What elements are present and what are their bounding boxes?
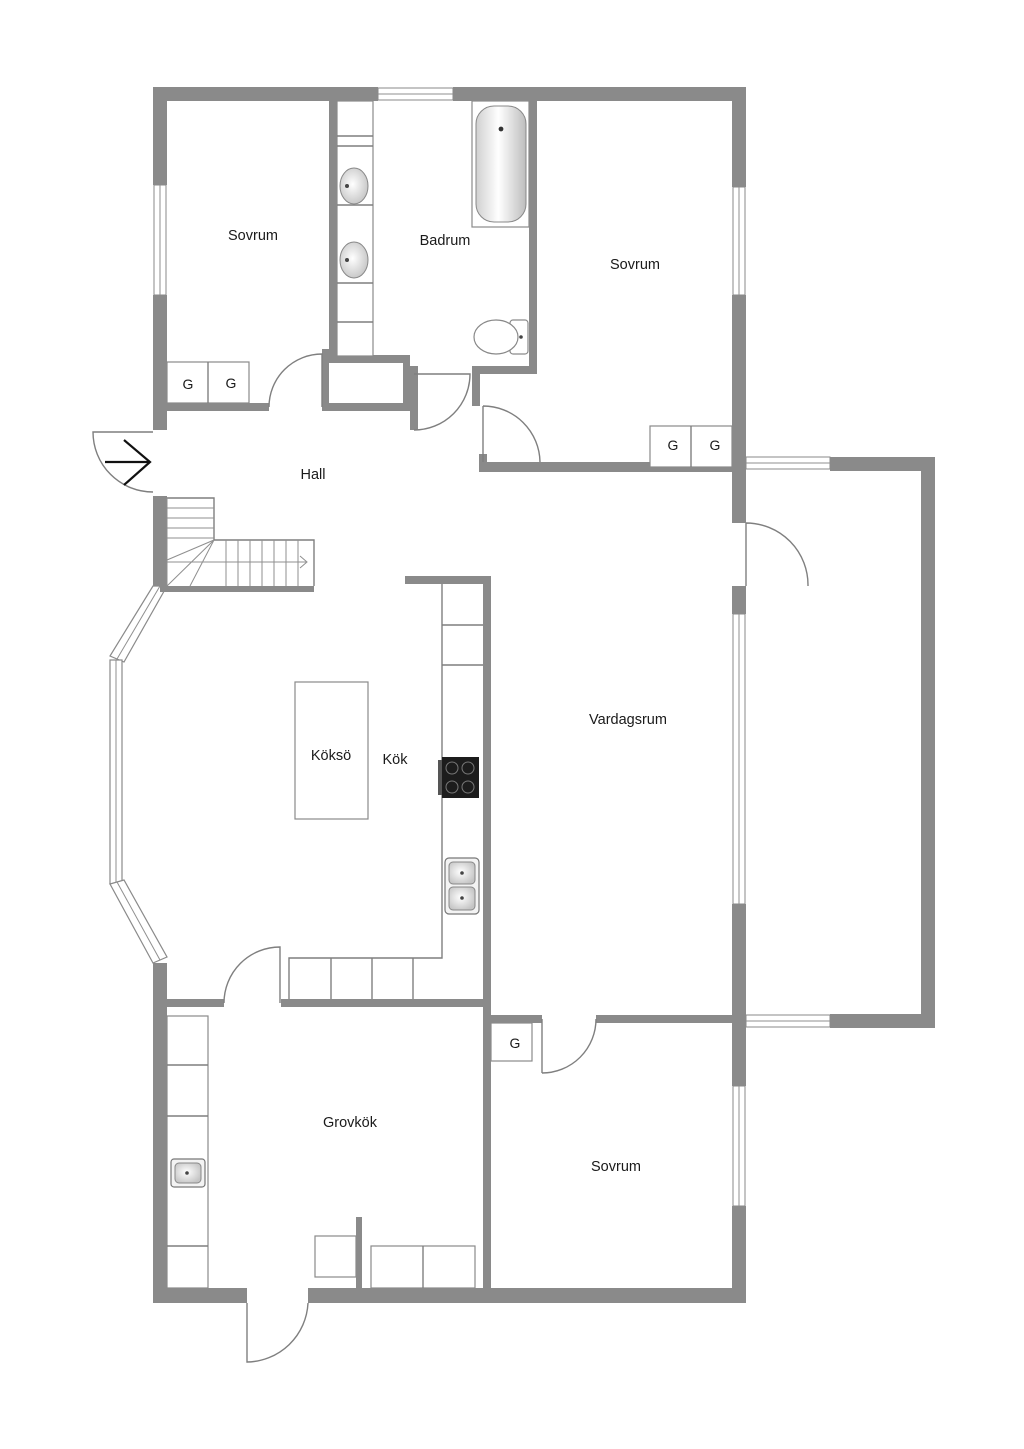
room-label-vardagsrum: Vardagsrum <box>589 712 667 728</box>
kitchen-island <box>294 681 369 820</box>
staircase <box>166 497 315 587</box>
grovkok-appliances <box>370 1245 476 1289</box>
stove-icon <box>438 757 479 798</box>
room-label-grovkok: Grovkök <box>323 1115 378 1131</box>
room-label-sovrum-nw: Sovrum <box>228 228 278 244</box>
room-label-badrum: Badrum <box>420 233 471 249</box>
doors <box>92 353 809 1363</box>
wardrobe-label: G <box>510 1035 521 1051</box>
room-label-sovrum-se: Sovrum <box>591 1159 641 1175</box>
bathroom-counter <box>336 100 374 357</box>
wardrobe-label: G <box>710 437 721 453</box>
toilet-icon <box>473 319 529 355</box>
wardrobe-nw <box>166 361 250 404</box>
bathtub-icon <box>471 100 530 228</box>
room-label-hall: Hall <box>301 467 326 483</box>
wardrobe-ne <box>649 425 733 468</box>
grovkok-counter <box>166 1015 209 1289</box>
grovkok-cabinet <box>314 1235 357 1278</box>
wardrobe-label: G <box>183 376 194 392</box>
entrance-arrow-icon <box>105 439 152 486</box>
wardrobe-label: G <box>226 375 237 391</box>
walls <box>109 87 935 1303</box>
room-label-kok: Kök <box>383 752 409 768</box>
sink-icon <box>339 167 369 205</box>
wardrobe-label: G <box>668 437 679 453</box>
sink-icon <box>339 241 369 279</box>
wardrobe-se <box>490 1022 533 1062</box>
utility-sink-icon <box>170 1158 206 1188</box>
room-label-sovrum-ne: Sovrum <box>610 257 660 273</box>
room-label-koksoe: Köksö <box>311 748 351 764</box>
kitchen-sink-icon <box>444 857 480 915</box>
